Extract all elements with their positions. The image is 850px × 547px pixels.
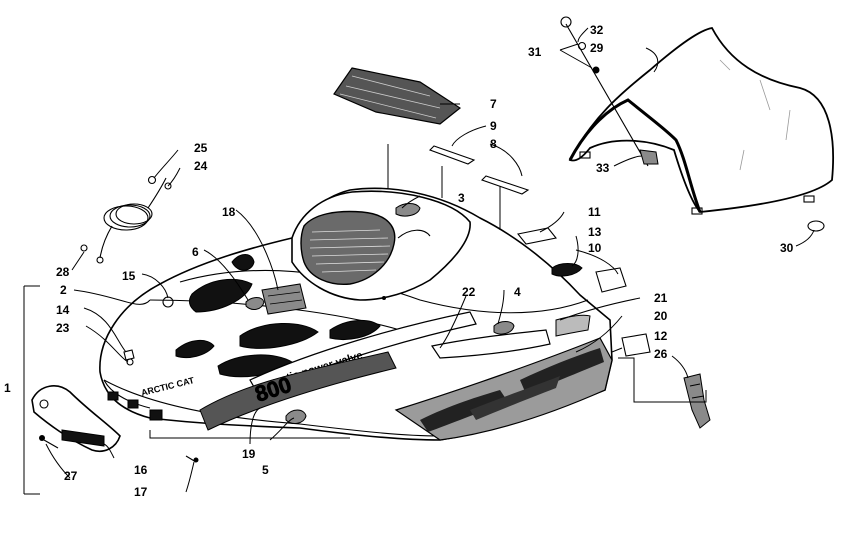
fastener-14 (123, 349, 135, 361)
callout-24: 24 (194, 159, 208, 173)
callout-21: 21 (654, 291, 668, 305)
callout-15: 15 (122, 269, 136, 283)
part-12-strip (621, 333, 651, 357)
callout-27: 27 (64, 469, 78, 483)
part-16-slot (61, 429, 105, 447)
callout-29: 29 (590, 41, 604, 55)
part-27-screw (43, 439, 59, 449)
callout-28: 28 (56, 265, 70, 279)
callout-2: 2 (60, 283, 67, 297)
part-11-strip (517, 227, 557, 245)
part-8-strip (480, 175, 530, 195)
callout-6: 6 (192, 245, 199, 259)
part-10-strip (595, 267, 627, 293)
part-7-top-mat (333, 67, 462, 125)
part-7-hatch (339, 75, 441, 119)
callout-33: 33 (596, 161, 610, 175)
part-31-grommet (560, 16, 572, 28)
nose-slot-3 (149, 409, 163, 421)
callout-13: 13 (588, 225, 602, 239)
callout-23: 23 (56, 321, 70, 335)
part-17-head (193, 457, 199, 463)
vent-pod-1 (239, 323, 319, 349)
vent-pod-3 (329, 320, 381, 340)
nose-bumper (103, 379, 151, 409)
side-graphic-dark-1 (420, 390, 508, 432)
part-24-end (164, 182, 172, 190)
hood-assembly: arctic power valve 800 ARCTIC CAT (99, 187, 613, 441)
callout-18: 18 (222, 205, 236, 219)
dome-vent-left (397, 229, 431, 239)
callout-26: 26 (654, 347, 668, 361)
part-28-fastener-2 (96, 256, 104, 264)
callout-31: 31 (528, 45, 542, 59)
right-recess (431, 329, 551, 359)
decal-6 (245, 297, 265, 310)
windshield-tab-2 (691, 207, 703, 215)
callout-11: 11 (588, 205, 601, 219)
dome-rivet (382, 296, 386, 300)
callout-20: 20 (654, 309, 668, 323)
callout-8: 8 (490, 137, 497, 151)
callout-22: 22 (462, 285, 476, 299)
part-13-pad (551, 263, 583, 277)
decal-3 (395, 203, 421, 217)
callout-25: 25 (194, 141, 208, 155)
leader-lines (23, 27, 815, 495)
part-27-head (39, 435, 45, 441)
part-31-nut (592, 66, 600, 74)
callout-30: 30 (780, 241, 794, 255)
decal-4 (493, 321, 515, 335)
part-33-clip (639, 149, 659, 165)
callouts: 1 2 14 23 28 15 6 18 3 4 22 21 20 12 26 … (4, 23, 794, 499)
callout-5: 5 (262, 463, 269, 477)
hood-crease (179, 269, 589, 314)
side-graphic-dark-2 (520, 348, 604, 394)
callout-7: 7 (490, 97, 497, 111)
decal-18 (261, 283, 307, 315)
callout-10: 10 (588, 241, 602, 255)
callout-17: 17 (134, 485, 148, 499)
callout-12: 12 (654, 329, 668, 343)
callout-16: 16 (134, 463, 148, 477)
fastener-line-31 (565, 23, 649, 167)
part-28-fastener (80, 244, 88, 252)
nose-slot-2 (127, 399, 139, 409)
side-graphic-dark-3 (470, 376, 560, 420)
windshield-29 (568, 27, 835, 213)
decal-18-detail (267, 291, 303, 305)
windshield-inner-edge (568, 98, 702, 213)
callout-3: 3 (458, 191, 465, 205)
instrument-window (300, 210, 396, 285)
callout-1: 1 (4, 381, 11, 395)
callout-32: 32 (590, 23, 604, 37)
part-30-grommet (807, 220, 825, 232)
model-decal-panel (199, 351, 397, 431)
part-9-strip (429, 145, 476, 165)
callout-4: 4 (514, 285, 521, 299)
part-32-washer (577, 41, 587, 51)
windshield-glare (719, 59, 791, 171)
callout-9: 9 (490, 119, 497, 133)
window-hatch (309, 229, 391, 273)
left-vent (188, 278, 253, 313)
vent-pod-4 (175, 340, 215, 359)
windshield-assembly (568, 27, 835, 215)
windshield-tab-3 (803, 195, 815, 203)
part-25-clip (147, 175, 157, 185)
part-26-bracket (683, 373, 711, 429)
nose-slot-1 (107, 391, 119, 401)
callout-14: 14 (56, 303, 70, 317)
part-26-detail (689, 383, 705, 399)
callout-19: 19 (242, 447, 256, 461)
part-24-cable (99, 177, 167, 259)
part-16-hole (39, 399, 49, 409)
windshield-tab-1 (579, 151, 591, 159)
left-small-vent (231, 254, 255, 271)
fastener-23 (126, 358, 134, 366)
hood-shell (99, 187, 613, 441)
